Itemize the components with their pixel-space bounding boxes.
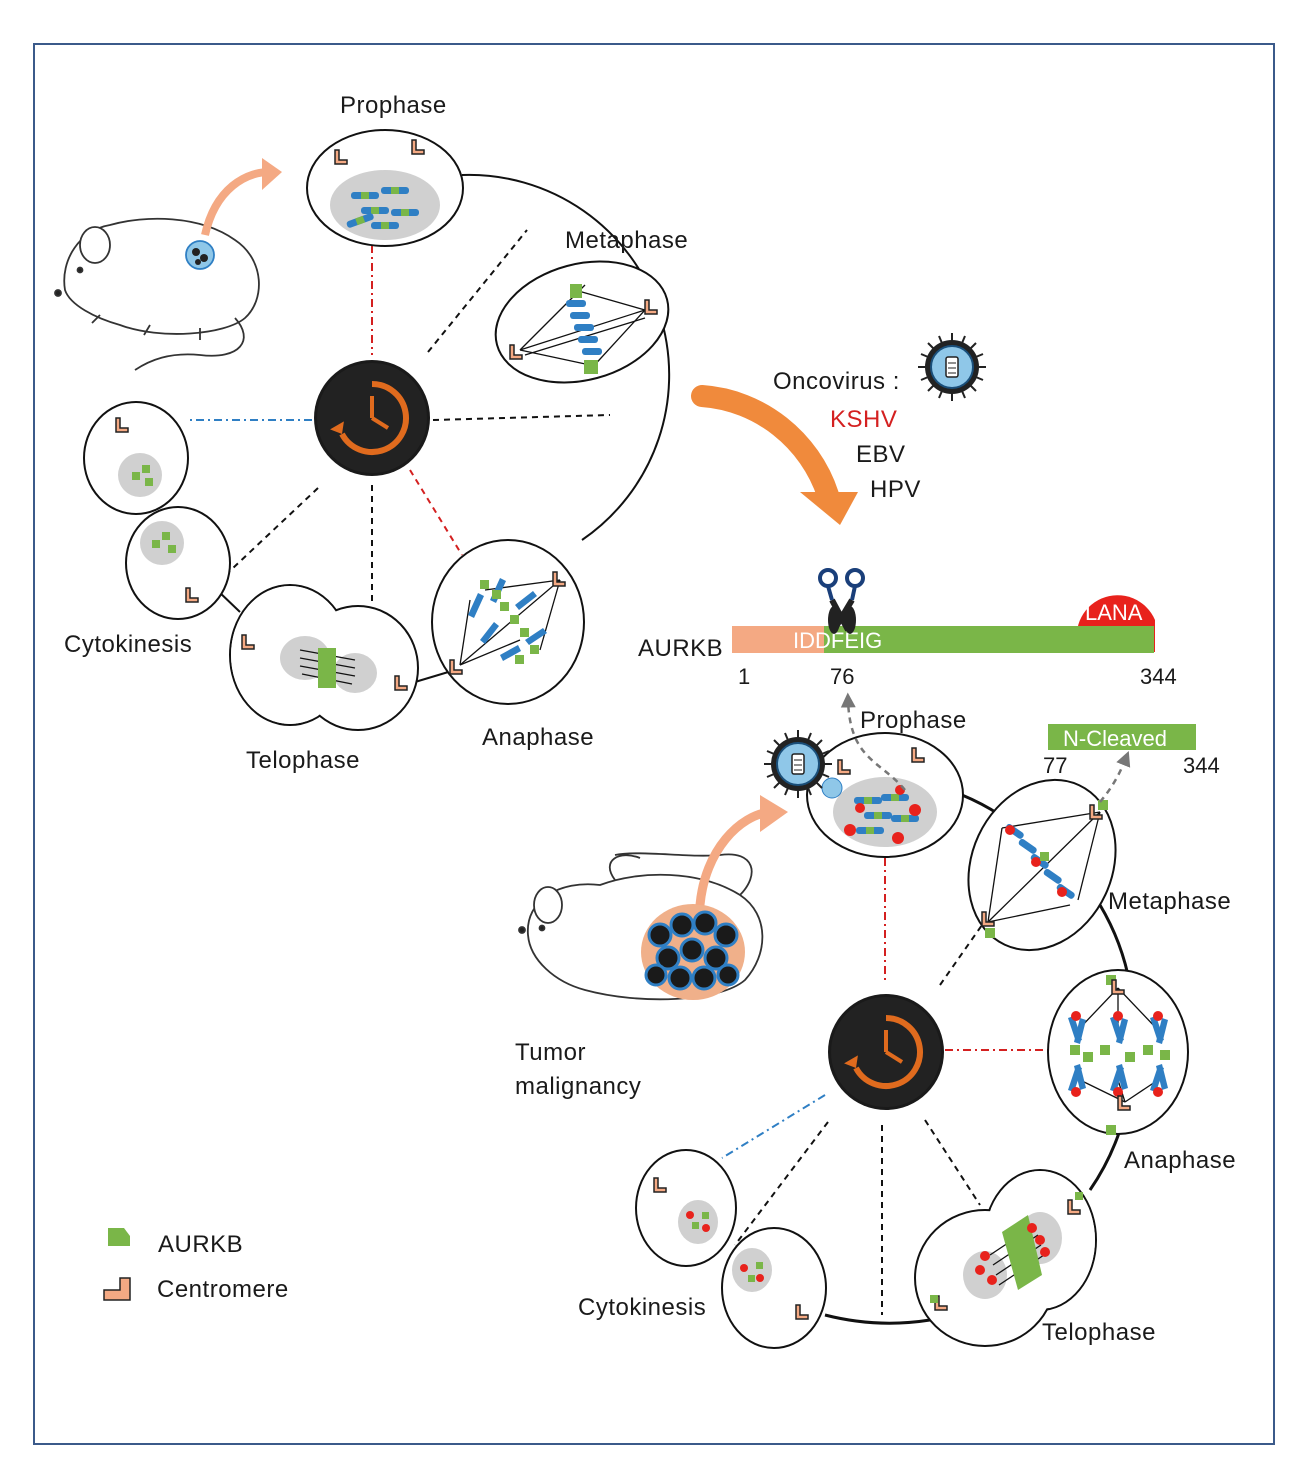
legend-centromere-label: Centromere xyxy=(157,1276,289,1303)
normal-cell-cycle: Prophase Metap xyxy=(54,92,688,774)
ebv-label: EBV xyxy=(856,441,906,468)
normal-metaphase-label: Metaphase xyxy=(565,227,688,254)
tumor-anaphase-label: Anaphase xyxy=(1124,1147,1236,1174)
legend-centromere-swatch xyxy=(103,1277,131,1301)
normal-prophase-label: Prophase xyxy=(340,92,447,119)
tumor-cell-cycle: Prophase xyxy=(515,692,1236,1349)
normal-anaphase-cell xyxy=(431,539,585,705)
legend: AURKB Centromere xyxy=(103,1228,289,1303)
lana-label: LANA xyxy=(1085,600,1143,625)
fragment-release-arrow xyxy=(1099,751,1131,803)
oncovirus-section: Oncovirus : KSHV EBV HPV xyxy=(691,332,987,525)
cleavage-arrow xyxy=(840,692,906,791)
figure-frame xyxy=(33,43,1275,1445)
normal-cell-cycle-clock-icon xyxy=(314,360,430,476)
protein-start: 1 xyxy=(738,664,750,689)
tumor-spoke-telophase xyxy=(924,1119,981,1206)
normal-telophase-label: Telophase xyxy=(246,747,360,774)
protein-end: 344 xyxy=(1140,664,1177,689)
tumor-metaphase-cell xyxy=(967,778,1117,952)
tumor-label-line2: malignancy xyxy=(515,1073,641,1100)
n-cleaved-label: N-Cleaved xyxy=(1063,726,1167,751)
tumor-spoke-g1 xyxy=(721,1094,826,1159)
legend-aurkb-swatch xyxy=(108,1228,130,1246)
hpv-label: HPV xyxy=(870,476,921,503)
normal-spoke-mid xyxy=(432,414,611,421)
tumor-cytokinesis-cells xyxy=(635,1149,827,1349)
tumor-prophase-label: Prophase xyxy=(860,707,967,734)
legend-aurkb-label: AURKB xyxy=(158,1231,243,1258)
normal-anaphase-label: Anaphase xyxy=(482,724,594,751)
tumor-virus-icon xyxy=(763,729,833,799)
n-cleaved-end: 344 xyxy=(1183,753,1220,778)
normal-prophase-cell xyxy=(306,129,464,247)
normal-telophase-cell xyxy=(229,584,419,731)
tumor-metaphase-label: Metaphase xyxy=(1108,888,1231,915)
oncovirus-title: Oncovirus : xyxy=(773,368,900,395)
tumor-cell-cycle-clock-icon xyxy=(828,994,944,1110)
tumor-mass xyxy=(641,904,745,1000)
tumor-telophase-cell xyxy=(914,1169,1097,1347)
normal-spoke-anaphase xyxy=(409,469,463,556)
tumor-cytokinesis-label: Cytokinesis xyxy=(578,1294,706,1321)
tumor-spoke-cytokinesis xyxy=(734,1121,829,1246)
protein-cleave-site: 76 xyxy=(830,664,854,689)
tumor-anaphase-cell xyxy=(1047,969,1189,1135)
normal-spoke-cytokinesis xyxy=(214,487,319,586)
aurkb-protein-bar: LANA IDDFEIG AURKB 1 76 344 xyxy=(638,568,1177,689)
kshv-label: KSHV xyxy=(830,406,897,433)
tumor-mouse-arrow xyxy=(695,807,771,906)
n-cleaved-fragment: N-Cleaved 77 344 xyxy=(1043,724,1220,778)
normal-spoke-metaphase xyxy=(427,229,528,353)
virus-icon xyxy=(917,332,987,402)
tumor-spoke-metaphase xyxy=(939,924,983,986)
normal-cytokinesis-cells xyxy=(83,401,231,620)
tumor-prophase-cell xyxy=(806,732,964,858)
oncovirus-arrow xyxy=(691,385,839,506)
normal-mouse-icon xyxy=(54,217,260,371)
normal-cytokinesis-label: Cytokinesis xyxy=(64,631,192,658)
scissors-icon xyxy=(818,568,865,634)
motif-label: IDDFEIG xyxy=(793,628,882,653)
n-cleaved-start: 77 xyxy=(1043,753,1067,778)
normal-metaphase-cell xyxy=(494,260,670,384)
tumor-telophase-label: Telophase xyxy=(1042,1319,1156,1346)
tumor-label-line1: Tumor xyxy=(515,1039,586,1066)
aurkb-protein-label: AURKB xyxy=(638,635,723,662)
